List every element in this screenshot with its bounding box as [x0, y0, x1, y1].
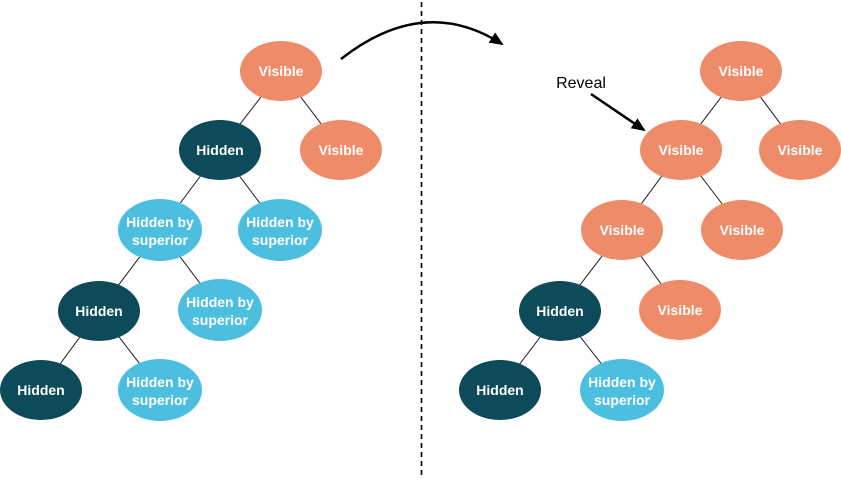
left-tree-node-6: Hidden by superior	[178, 279, 262, 341]
left-tree-node-8: Hidden by superior	[118, 359, 202, 421]
node-label: superior	[132, 392, 189, 408]
node-label: Visible	[719, 63, 764, 79]
node-label: Visible	[720, 222, 765, 238]
node-ellipse	[580, 359, 664, 421]
node-ellipse	[178, 279, 262, 341]
right-tree-node-7: Hidden	[459, 360, 541, 420]
node-label: Visible	[259, 63, 304, 79]
right-tree-node-3: Visible	[581, 200, 663, 260]
left-tree-node-7: Hidden	[0, 360, 82, 420]
left-tree-node-5: Hidden	[58, 281, 140, 341]
node-label: Visible	[778, 142, 823, 158]
right-tree-node-1: Visible	[640, 120, 722, 180]
right-tree-node-5: Hidden	[519, 281, 601, 341]
node-label: Hidden	[196, 142, 243, 158]
left-tree-node-4: Hidden by superior	[238, 199, 322, 261]
node-label: Hidden	[75, 303, 122, 319]
node-ellipse	[639, 280, 721, 340]
node-ellipse	[238, 199, 322, 261]
node-ellipse	[179, 120, 261, 180]
node-label: Hidden	[536, 303, 583, 319]
node-label: Visible	[600, 222, 645, 238]
right-tree: Visible Visible Visible Visible Visible …	[459, 41, 841, 421]
right-tree-node-2: Visible	[759, 120, 841, 180]
left-tree-node-3: Hidden by superior	[118, 199, 202, 261]
node-label: Hidden by	[588, 374, 656, 390]
node-label: Hidden by	[246, 214, 314, 230]
left-tree-node-2: Visible	[300, 120, 382, 180]
node-label: Hidden	[17, 382, 64, 398]
node-label: Visible	[658, 302, 703, 318]
node-label: Hidden by	[126, 214, 194, 230]
node-ellipse	[240, 41, 322, 101]
node-ellipse	[459, 360, 541, 420]
node-label: superior	[132, 232, 189, 248]
node-label: superior	[192, 312, 249, 328]
reveal-label: Reveal	[556, 75, 606, 92]
left-tree-node-1: Hidden	[179, 120, 261, 180]
node-label: Hidden by	[186, 294, 254, 310]
node-ellipse	[759, 120, 841, 180]
node-ellipse	[0, 360, 82, 420]
right-tree-node-4: Visible	[701, 200, 783, 260]
node-label: Visible	[659, 142, 704, 158]
left-tree-node-0: Visible	[240, 41, 322, 101]
node-label: Hidden by	[126, 374, 194, 390]
left-tree: Visible Hidden Visible Hidden by superio…	[0, 41, 382, 421]
right-tree-node-6: Visible	[639, 280, 721, 340]
node-ellipse	[58, 281, 140, 341]
right-tree-node-8: Hidden by superior	[580, 359, 664, 421]
node-label: Hidden	[476, 382, 523, 398]
reveal-arrow-icon	[590, 92, 646, 132]
node-ellipse	[300, 120, 382, 180]
node-ellipse	[581, 200, 663, 260]
node-ellipse	[118, 199, 202, 261]
node-ellipse	[118, 359, 202, 421]
right-tree-node-0: Visible	[700, 41, 782, 101]
node-ellipse	[700, 41, 782, 101]
node-ellipse	[701, 200, 783, 260]
node-ellipse	[640, 120, 722, 180]
node-label: Visible	[319, 142, 364, 158]
transition-curved-arrow-icon	[340, 21, 504, 60]
node-ellipse	[519, 281, 601, 341]
node-label: superior	[252, 232, 309, 248]
node-label: superior	[594, 392, 651, 408]
